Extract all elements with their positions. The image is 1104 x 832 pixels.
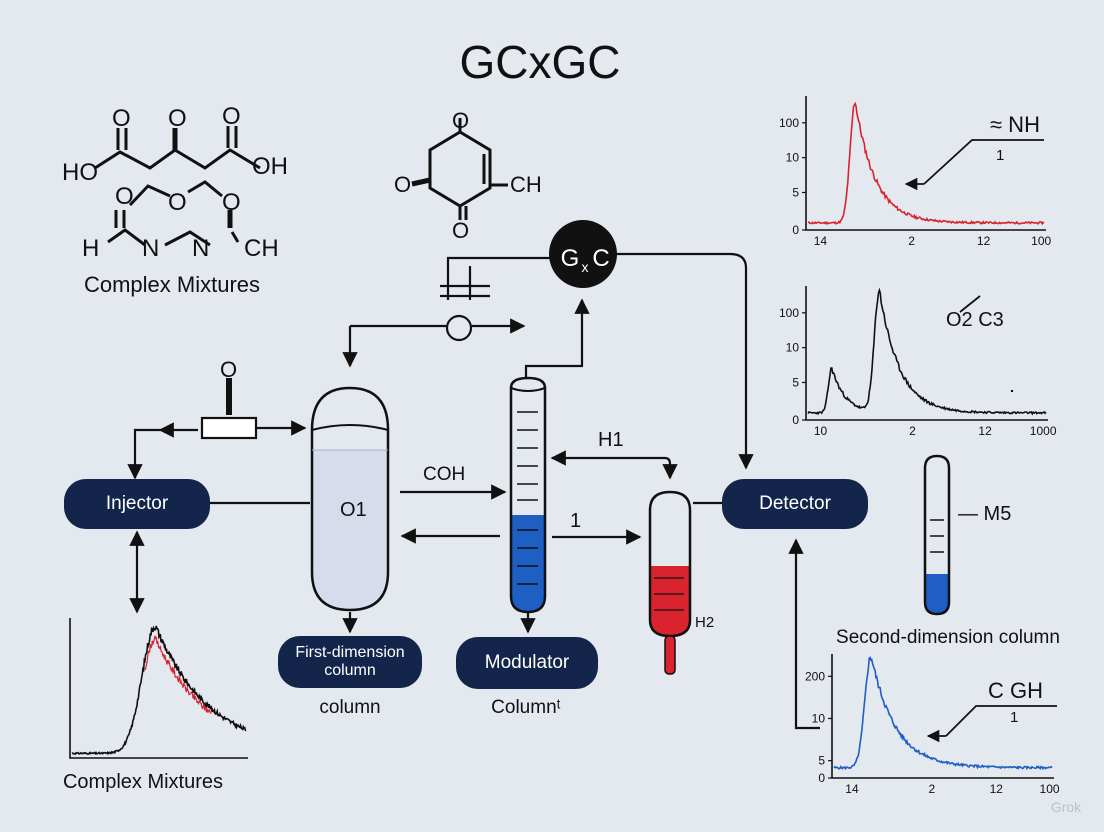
modulator-pill[interactable]: Modulator [456, 637, 598, 689]
x-tick-label: 10 [814, 424, 828, 438]
y-tick-label: 10 [786, 341, 800, 355]
svg-text:1: 1 [996, 147, 1004, 164]
detector-pill[interactable]: Detector [722, 479, 868, 529]
svg-text:1: 1 [1010, 709, 1018, 726]
svg-text:O: O [452, 218, 469, 243]
svg-text:O: O [222, 189, 241, 216]
inlet-o-label: O [220, 357, 237, 382]
injector-pill[interactable]: Injector [64, 479, 210, 529]
y-tick-label: 10 [812, 711, 826, 725]
modulator-label: Modulator [484, 652, 570, 673]
svg-text:≈ NH: ≈ NH [990, 112, 1040, 137]
x-tick-label: 12 [990, 782, 1004, 796]
svg-text:1: 1 [570, 510, 581, 532]
chart-trace [807, 287, 1047, 416]
inlet-block [200, 416, 258, 440]
flow-connections [127, 252, 1014, 730]
chart-annotation-leaders [904, 139, 1057, 743]
gxc-node[interactable]: G x C [549, 220, 617, 288]
chart-trace [71, 625, 247, 756]
chromatogram-bottom-left [69, 618, 248, 759]
first-dim-line2: column [324, 662, 376, 679]
svg-text:C: C [592, 245, 609, 272]
diagram-title: GCxGC [460, 36, 621, 88]
x-tick-label: 2 [908, 234, 915, 248]
svg-text:CH: CH [244, 235, 279, 262]
svg-text:Columnᵗ: Columnᵗ [491, 697, 561, 718]
x-tick-label: 2 [929, 782, 936, 796]
x-tick-label: 14 [814, 234, 828, 248]
svg-text:O: O [168, 189, 187, 216]
watermark: Grok [1051, 799, 1082, 815]
y-tick-label: 5 [818, 754, 825, 768]
svg-text:O2 C3: O2 C3 [946, 309, 1004, 331]
x-tick-label: 100 [1031, 234, 1051, 248]
small-vial [923, 454, 951, 616]
chart-overlay-trace [144, 635, 212, 714]
x-tick-label: 12 [977, 234, 991, 248]
valve-circle [445, 314, 473, 342]
acid-molecule [94, 126, 261, 247]
chromatogram-bottom-right: 200 10 5 0 14 2 12 100 [805, 654, 1060, 796]
first-dimension-vessel: O1 [310, 386, 390, 612]
x-tick-label: 12 [978, 424, 992, 438]
x-tick-label: 100 [1040, 782, 1060, 796]
svg-text:N: N [142, 235, 159, 262]
svg-text:C GH: C GH [988, 678, 1043, 703]
y-tick-label: 0 [818, 771, 825, 785]
chart-trace [807, 101, 1045, 226]
y-tick-label: 0 [792, 223, 799, 237]
detector-label: Detector [759, 493, 831, 514]
x-tick-label: 1000 [1030, 424, 1057, 438]
y-tick-label: 200 [805, 669, 825, 683]
complex-mixtures-top-label: Complex Mixtures [84, 272, 260, 297]
first-dim-line1: First-dimension [295, 644, 405, 661]
svg-text:column: column [319, 697, 380, 718]
chart-annotations: ≈ NH 1 O2 C3 C GH 1 [946, 112, 1043, 726]
svg-text:HO: HO [62, 159, 98, 186]
chromatogram-top-right: 100 10 5 0 14 2 12 100 [779, 96, 1052, 248]
svg-text:O: O [168, 105, 187, 132]
acid-molecule-labels: O O O HO OH O O O H N N CH [62, 103, 288, 262]
svg-text:Complex Mixtures: Complex Mixtures [63, 771, 223, 793]
x-tick-label: 2 [909, 424, 916, 438]
quinone-molecule [411, 118, 508, 220]
svg-text:O: O [222, 103, 241, 130]
svg-text:H1: H1 [598, 429, 624, 451]
chart-trace [833, 656, 1053, 771]
chart-axes [69, 618, 248, 759]
svg-text:G: G [561, 245, 580, 272]
y-tick-label: 5 [792, 185, 799, 199]
svg-text:O: O [452, 108, 469, 133]
svg-text:Second-dimension column: Second-dimension column [836, 627, 1060, 648]
chart-axes [805, 286, 1048, 421]
y-tick-label: 100 [779, 116, 799, 130]
x-tick-label: 14 [845, 782, 859, 796]
svg-text:O: O [394, 172, 411, 197]
svg-text:H: H [82, 235, 99, 262]
quinone-labels: O O CH O [394, 108, 542, 243]
y-tick-label: 100 [779, 306, 799, 320]
y-tick-label: 10 [786, 151, 800, 165]
y-tick-label: 0 [792, 413, 799, 427]
svg-text:OH: OH [252, 153, 288, 180]
svg-text:N: N [192, 235, 209, 262]
red-sample-tube [648, 490, 692, 675]
svg-text:x: x [582, 259, 589, 275]
svg-text:O: O [112, 105, 131, 132]
chromatogram-middle-right: 100 10 5 0 10 2 12 1000 [779, 286, 1057, 438]
svg-text:H2: H2 [695, 614, 714, 631]
injector-label: Injector [105, 493, 169, 514]
svg-text:O1: O1 [340, 499, 367, 521]
flow-labels: COH 1 H1 H2 column Columnᵗ — M5 Second-d… [63, 429, 1060, 793]
svg-text:O: O [115, 183, 134, 210]
y-tick-label: 5 [792, 375, 799, 389]
first-dimension-column-pill[interactable]: First-dimension column [278, 636, 422, 688]
svg-text:— M5: — M5 [958, 503, 1011, 525]
modulator-column [509, 376, 547, 614]
svg-text:CH: CH [510, 172, 542, 197]
chart-axes [831, 654, 1054, 779]
svg-text:COH: COH [423, 464, 465, 485]
